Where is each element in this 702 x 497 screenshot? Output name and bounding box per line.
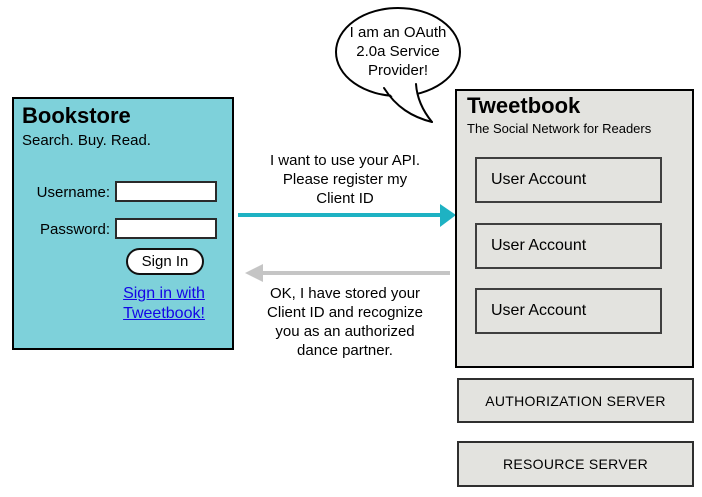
user-account-box: User Account: [475, 157, 662, 203]
response-message-line: OK, I have stored your: [269, 285, 421, 302]
tweetbook-tagline: The Social Network for Readers: [467, 121, 652, 136]
bookstore-panel: Bookstore Search. Buy. Read. Username: P…: [12, 97, 234, 350]
oauth-link-line: Tweetbook!: [123, 305, 205, 322]
response-message-line: Client ID and recognize: [267, 304, 423, 321]
user-account-box: User Account: [475, 223, 662, 269]
password-label: Password:: [39, 221, 110, 238]
password-input[interactable]: [115, 218, 217, 239]
response-message-line: you as an authorized: [275, 323, 415, 340]
tweetbook-panel: Tweetbook The Social Network for Readers…: [455, 89, 694, 368]
speech-bubble-line: I am an OAuth: [349, 24, 447, 41]
response-arrow: [245, 264, 450, 282]
authorization-server-box: AUTHORIZATION SERVER: [457, 378, 694, 423]
sign-in-button[interactable]: Sign In: [126, 248, 204, 275]
oauth-link-line: Sign in with: [123, 285, 205, 302]
request-message-line: Client ID: [316, 190, 374, 207]
bookstore-title: Bookstore: [22, 103, 131, 128]
request-message-line: I want to use your API.: [269, 152, 421, 169]
bookstore-tagline: Search. Buy. Read.: [22, 132, 151, 149]
username-label: Username:: [36, 184, 110, 201]
tweetbook-title: Tweetbook: [467, 93, 581, 118]
speech-bubble-line: Provider!: [367, 62, 429, 79]
response-message: OK, I have stored your Client ID and rec…: [250, 284, 440, 360]
username-input[interactable]: [115, 181, 217, 202]
speech-bubble-text: I am an OAuth 2.0a Service Provider!: [336, 23, 460, 80]
user-account-box: User Account: [475, 288, 662, 334]
request-message-line: Please register my: [282, 171, 408, 188]
sign-in-with-tweetbook-link[interactable]: Sign in with Tweetbook!: [89, 284, 239, 324]
speech-bubble-line: 2.0a Service: [356, 43, 440, 60]
response-message-line: dance partner.: [297, 342, 393, 359]
request-message: I want to use your API. Please register …: [255, 151, 435, 208]
resource-server-box: RESOURCE SERVER: [457, 441, 694, 487]
